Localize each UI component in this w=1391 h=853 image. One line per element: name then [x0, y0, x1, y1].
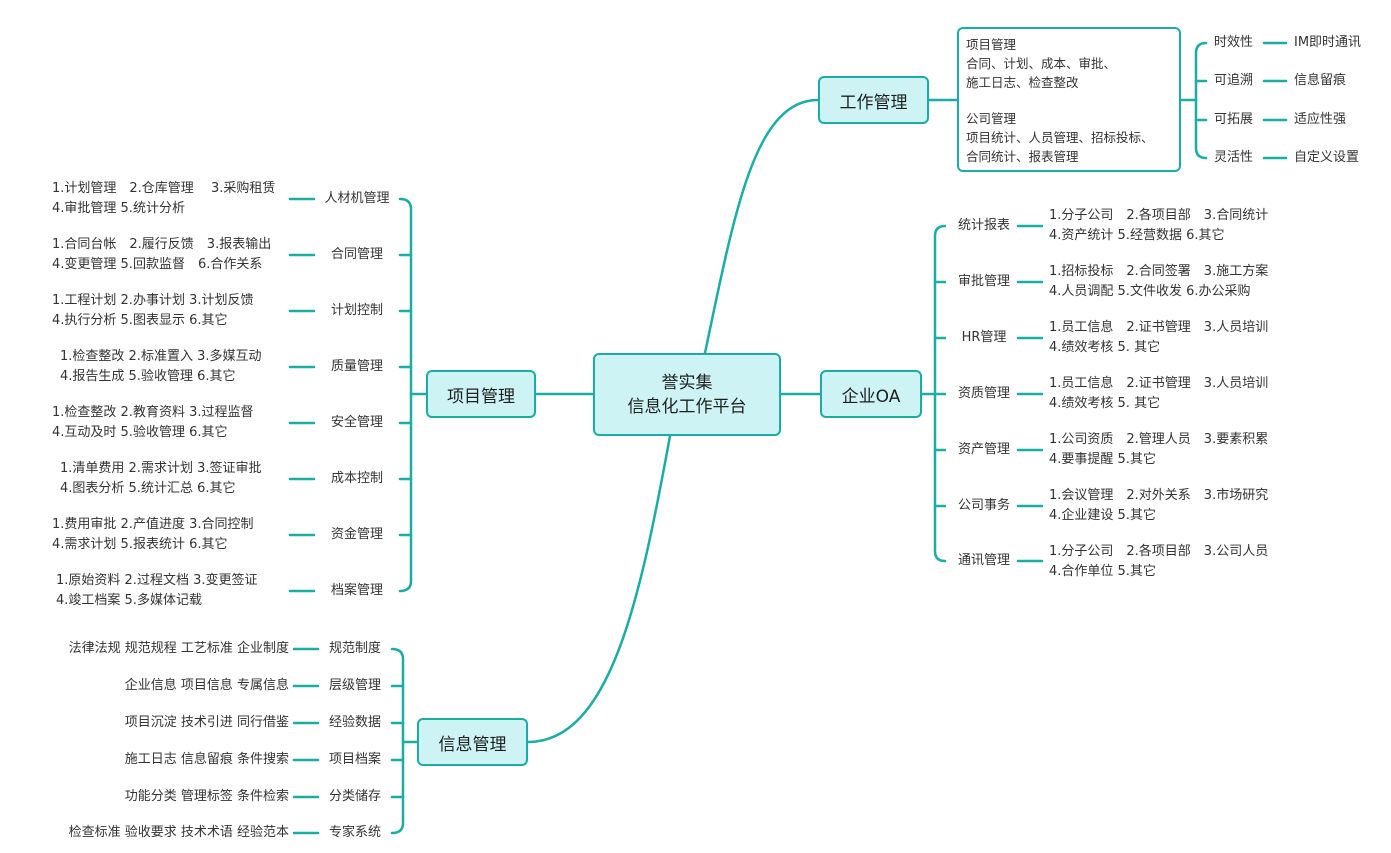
oa-item-line2: 4.绩效考核 5. 其它: [1049, 340, 1161, 355]
info-item-desc: 检查标准 验收要求 技术术语 经验范本: [68, 825, 289, 840]
oa-item-name[interactable]: 通讯管理: [957, 553, 1010, 568]
bracket-info: [390, 647, 405, 835]
project-item-line1: 1.费用审批 2.产值进度 3.合同控制: [52, 517, 254, 532]
central-topic-line2: 信息化工作平台: [627, 396, 747, 417]
project-item-line1: 1.检查整改 2.教育资料 3.过程监督: [52, 405, 254, 420]
box-project-title: 项目管理: [966, 37, 1017, 52]
project-item-name[interactable]: 档案管理: [330, 583, 383, 598]
oa-item-line2: 4.人员调配 5.文件收发 6.办公采购: [1049, 284, 1251, 299]
info-item-desc: 项目沉淀 技术引进 同行借鉴: [124, 715, 289, 730]
info-item-desc: 企业信息 项目信息 专属信息: [124, 678, 289, 693]
feature-name[interactable]: 灵活性: [1214, 150, 1254, 165]
info-item-name[interactable]: 层级管理: [328, 678, 381, 693]
oa-item-line2: 4.资产统计 5.经营数据 6.其它: [1049, 228, 1225, 243]
oa-item-name[interactable]: 统计报表: [957, 218, 1010, 233]
central-topic[interactable]: 誉实集 信息化工作平台: [593, 353, 781, 436]
project-item-name[interactable]: 安全管理: [330, 415, 383, 430]
oa-item-name[interactable]: 资产管理: [957, 442, 1010, 457]
oa-item-line2: 4.要事提醒 5.其它: [1049, 452, 1156, 467]
info-item-desc: 功能分类 管理标签 条件检索: [124, 789, 289, 804]
oa-item-name[interactable]: HR管理: [961, 330, 1007, 345]
project-item-line2: 4.审批管理 5.统计分析: [52, 201, 185, 216]
feature-name[interactable]: 时效性: [1214, 35, 1254, 50]
feature-desc[interactable]: 适应性强: [1294, 112, 1347, 127]
project-item-line1: 1.工程计划 2.办事计划 3.计划反馈: [52, 293, 254, 308]
project-item-line2: 4.变更管理 5.回款监督 6.合作关系: [52, 257, 263, 272]
box-company-line2: 合同统计、报表管理: [966, 149, 1079, 164]
oa-item-line2: 4.企业建设 5.其它: [1049, 508, 1156, 523]
bracket-work-features: [1194, 41, 1208, 160]
info-item-name[interactable]: 经验数据: [328, 715, 381, 730]
box-project-line2: 施工日志、检查整改: [966, 75, 1079, 90]
project-item-line1: 1.清单费用 2.需求计划 3.签证审批: [60, 461, 262, 476]
project-item-line2: 4.需求计划 5.报表统计 6.其它: [52, 537, 228, 552]
oa-item-line1: 1.公司资质 2.管理人员 3.要素积累: [1049, 432, 1269, 447]
info-management-node[interactable]: 信息管理: [417, 718, 528, 766]
feature-desc[interactable]: IM即时通讯: [1294, 35, 1362, 50]
project-item-name[interactable]: 合同管理: [330, 247, 383, 262]
project-item-name[interactable]: 人材机管理: [324, 191, 390, 206]
oa-item-line1: 1.分子公司 2.各项目部 3.合同统计: [1049, 208, 1269, 223]
work-detail-box[interactable]: 项目管理 合同、计划、成本、审批、 施工日志、检查整改 公司管理 项目统计、人员…: [957, 27, 1181, 172]
info-item-name[interactable]: 分类储存: [328, 789, 381, 804]
project-item-line1: 1.原始资料 2.过程文档 3.变更签证: [56, 573, 258, 588]
box-company-line1: 项目统计、人员管理、招标投标、: [966, 130, 1154, 145]
oa-item-line2: 4.合作单位 5.其它: [1049, 564, 1156, 579]
project-item-line2: 4.执行分析 5.图表显示 6.其它: [52, 313, 228, 328]
project-management-node[interactable]: 项目管理: [426, 370, 536, 418]
project-item-name[interactable]: 成本控制: [330, 471, 383, 486]
project-item-line2: 4.互动及时 5.验收管理 6.其它: [52, 425, 228, 440]
oa-item-name[interactable]: 审批管理: [957, 274, 1010, 289]
info-item-name[interactable]: 规范制度: [328, 641, 381, 656]
box-company-title: 公司管理: [966, 111, 1017, 126]
project-item-line1: 1.检查整改 2.标准置入 3.多媒互动: [60, 349, 262, 364]
oa-item-name[interactable]: 资质管理: [957, 386, 1010, 401]
enterprise-oa-node[interactable]: 企业OA: [820, 370, 922, 418]
project-item-line2: 4.图表分析 5.统计汇总 6.其它: [60, 481, 236, 496]
oa-item-line2: 4.绩效考核 5. 其它: [1049, 396, 1161, 411]
oa-item-line1: 1.员工信息 2.证书管理 3.人员培训: [1049, 320, 1269, 335]
project-item-name[interactable]: 质量管理: [330, 359, 383, 374]
info-item-name[interactable]: 项目档案: [328, 752, 381, 767]
feature-desc[interactable]: 信息留痕: [1294, 73, 1347, 88]
link-center-info: [526, 434, 672, 744]
oa-item-line1: 1.会议管理 2.对外关系 3.市场研究: [1049, 488, 1269, 503]
info-item-name[interactable]: 专家系统: [328, 825, 381, 840]
oa-item-line1: 1.分子公司 2.各项目部 3.公司人员: [1049, 544, 1269, 559]
bracket-project: [398, 197, 413, 593]
oa-item-line1: 1.员工信息 2.证书管理 3.人员培训: [1049, 376, 1269, 391]
oa-item-name[interactable]: 公司事务: [957, 498, 1010, 513]
info-item-desc: 法律法规 规范规程 工艺标准 企业制度: [68, 641, 289, 656]
central-topic-line1: 誉实集: [661, 372, 713, 393]
info-item-desc: 施工日志 信息留痕 条件搜索: [124, 752, 289, 767]
project-item-line2: 4.竣工档案 5.多媒体记载: [56, 593, 202, 608]
work-management-node[interactable]: 工作管理: [818, 76, 929, 124]
project-item-line1: 1.合同台帐 2.履行反馈 3.报表输出: [52, 237, 272, 252]
project-item-name[interactable]: 资金管理: [330, 527, 383, 542]
feature-desc[interactable]: 自定义设置: [1294, 150, 1360, 165]
box-project-line1: 合同、计划、成本、审批、: [966, 56, 1117, 71]
link-center-work: [703, 98, 820, 355]
project-item-line1: 1.计划管理 2.仓库管理 3.采购租赁: [52, 181, 276, 196]
feature-name[interactable]: 可拓展: [1214, 112, 1254, 127]
feature-name[interactable]: 可追溯: [1214, 73, 1254, 88]
oa-item-line1: 1.招标投标 2.合同签署 3.施工方案: [1049, 264, 1269, 279]
project-item-line2: 4.报告生成 5.验收管理 6.其它: [60, 369, 236, 384]
project-item-name[interactable]: 计划控制: [330, 303, 383, 318]
